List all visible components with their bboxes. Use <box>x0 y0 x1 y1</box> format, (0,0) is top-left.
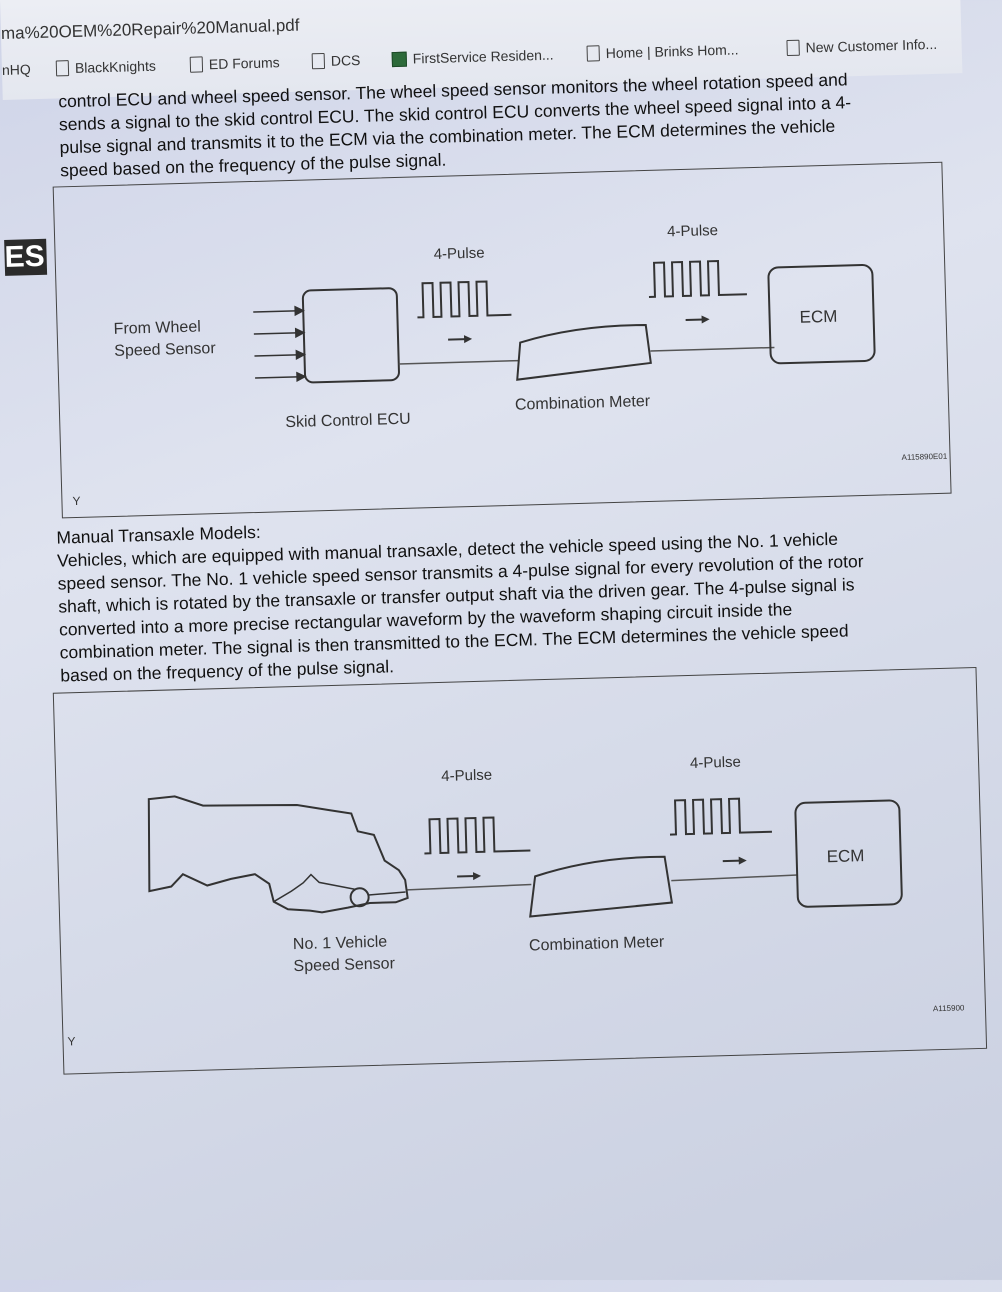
bookmark-item[interactable]: BlackKnights <box>55 57 157 77</box>
transaxle-detail <box>273 873 356 903</box>
document-icon <box>189 56 204 73</box>
bookmark-label: DCS <box>330 51 361 69</box>
arrow-right-icon <box>685 315 710 324</box>
figure-code: A115890E01 <box>901 452 947 462</box>
transaxle-outline <box>147 795 409 914</box>
signal-line <box>407 883 532 891</box>
bookmark-item[interactable]: DCS <box>311 51 361 70</box>
pulse-label: 4-Pulse <box>690 754 741 772</box>
arrow-right-icon <box>457 872 482 881</box>
meter-label: Combination Meter <box>515 393 651 414</box>
pulse-waveform <box>417 280 512 319</box>
manual-paragraph: Manual Transaxle Models: Vehicles, which… <box>56 501 960 687</box>
skid-control-ecu-box <box>301 287 400 384</box>
from-label-2: Speed Sensor <box>114 340 217 360</box>
bookmark-item[interactable]: ED Forums <box>189 54 280 73</box>
bookmark-label: BlackKnights <box>74 57 157 76</box>
ecm-box <box>767 263 876 365</box>
sensor-label-1: No. 1 Vehicle <box>293 934 388 954</box>
pulse-label: 4-Pulse <box>433 245 484 263</box>
bookmark-item[interactable]: New Customer Info... <box>786 35 938 57</box>
address-bar-url[interactable]: ma%20OEM%20Repair%20Manual.pdf <box>0 15 300 43</box>
bookmark-label: New Customer Info... <box>805 35 938 56</box>
bookmark-item[interactable]: FirstService Residen... <box>391 46 554 68</box>
pulse-label: 4-Pulse <box>667 222 718 240</box>
bookmark-label: FirstService Residen... <box>412 46 554 67</box>
corner-mark: Y <box>72 494 80 508</box>
document-icon <box>55 60 70 77</box>
document-icon <box>586 45 600 62</box>
arrow-right-icon <box>722 856 747 865</box>
pulse-label: 4-Pulse <box>441 767 492 785</box>
bookmark-item[interactable]: nHQ <box>2 61 31 78</box>
diagram-automatic: From Wheel Speed Sensor Skid Control ECU… <box>52 161 952 519</box>
sensor-shaft <box>368 891 406 896</box>
diagram-manual-svg: No. 1 Vehicle Speed Sensor 4-Pulse Combi… <box>67 754 965 1049</box>
pulse-waveform <box>648 259 747 298</box>
signal-line <box>398 359 519 365</box>
section-tab: ES <box>4 238 48 276</box>
from-label-1: From Wheel <box>113 318 201 337</box>
meter-label: Combination Meter <box>529 934 665 955</box>
ecm-box <box>794 799 903 908</box>
combination-meter-shape <box>529 855 674 918</box>
ecm-label: ECM <box>826 846 864 866</box>
figure-code: A115900 <box>933 1003 965 1013</box>
input-arrows <box>253 305 307 383</box>
document-icon <box>311 52 326 70</box>
diagram-automatic-svg: From Wheel Speed Sensor Skid Control ECU… <box>72 222 948 508</box>
bookmark-item[interactable]: Home | Brinks Hom... <box>586 41 739 62</box>
ecu-label: Skid Control ECU <box>285 411 411 431</box>
signal-line <box>671 874 798 882</box>
speed-sensor-gear-icon <box>349 887 370 908</box>
bookmark-label: nHQ <box>1 61 31 78</box>
pulse-waveform <box>424 816 531 855</box>
signal-line <box>650 346 775 352</box>
arrow-right-icon <box>448 335 473 344</box>
diagram-manual: No. 1 Vehicle Speed Sensor 4-Pulse Combi… <box>52 666 988 1075</box>
bookmark-label: ED Forums <box>208 54 280 73</box>
document-icon <box>786 39 800 57</box>
combination-meter-shape <box>516 324 652 381</box>
sensor-label-2: Speed Sensor <box>293 955 396 975</box>
pulse-waveform <box>669 797 772 836</box>
bookmark-label: Home | Brinks Hom... <box>605 41 739 62</box>
site-favicon-icon <box>391 51 408 67</box>
pdf-page: control ECU and wheel speed sensor. The … <box>0 65 993 1291</box>
ecm-label: ECM <box>799 307 837 327</box>
corner-mark: Y <box>67 1034 75 1048</box>
